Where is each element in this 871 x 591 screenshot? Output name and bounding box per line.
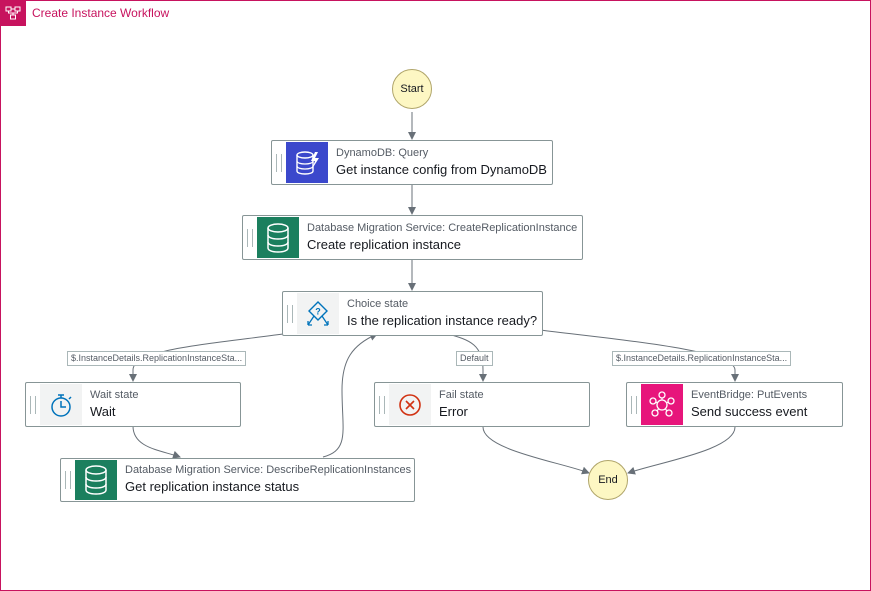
create-type: Database Migration Service: CreateReplic…	[307, 222, 578, 234]
edge-label-to-wait[interactable]: $.InstanceDetails.ReplicationInstanceSta…	[67, 351, 247, 366]
drag-handle-icon[interactable]	[65, 471, 71, 489]
edge-event-end	[627, 426, 736, 475]
event-type: EventBridge: PutEvents	[691, 389, 808, 401]
query-state[interactable]: DynamoDB: Query Get instance config from…	[271, 140, 553, 185]
drag-handle-icon[interactable]	[30, 395, 36, 414]
event-name: Send success event	[691, 404, 808, 419]
start-label: Start	[400, 83, 424, 95]
dynamodb-icon	[286, 142, 328, 183]
stopwatch-icon	[40, 384, 82, 425]
eventbridge-icon	[641, 384, 683, 425]
drag-handle-icon[interactable]	[276, 153, 282, 172]
svg-text:?: ?	[315, 306, 321, 316]
create-state[interactable]: Database Migration Service: CreateReplic…	[242, 215, 583, 260]
end-label: End	[598, 474, 618, 486]
edge-choice-wait	[129, 333, 284, 382]
fail-state[interactable]: Fail state Error	[374, 382, 590, 427]
database-icon	[75, 460, 117, 500]
edge-fail-end	[482, 426, 590, 475]
describe-state[interactable]: Database Migration Service: DescribeRepl…	[60, 458, 415, 502]
describe-name: Get replication instance status	[125, 479, 300, 494]
edge-label-default[interactable]: Default	[456, 351, 493, 366]
drag-handle-icon[interactable]	[287, 304, 293, 323]
edge-describe-choice	[322, 333, 378, 458]
drag-handle-icon[interactable]	[379, 395, 385, 414]
create-name: Create replication instance	[307, 237, 461, 252]
event-state[interactable]: EventBridge: PutEvents Send success even…	[626, 382, 843, 427]
choice-type: Choice state	[347, 298, 409, 310]
start-node[interactable]: Start	[392, 69, 432, 109]
choice-icon: ?	[297, 293, 339, 334]
edge-label-to-event[interactable]: $.InstanceDetails.ReplicationInstanceSta…	[612, 351, 792, 366]
edge-wait-describe	[132, 425, 181, 459]
fail-name: Error	[439, 404, 468, 419]
query-name: Get instance config from DynamoDB	[336, 162, 547, 177]
describe-type: Database Migration Service: DescribeRepl…	[125, 464, 412, 476]
edge-choice-event	[539, 329, 739, 382]
wait-type: Wait state	[90, 389, 139, 401]
wait-state[interactable]: Wait state Wait	[25, 382, 241, 427]
drag-handle-icon[interactable]	[631, 395, 637, 414]
choice-state[interactable]: ? Choice state Is the replication instan…	[282, 291, 543, 336]
drag-handle-icon[interactable]	[247, 228, 253, 247]
error-x-icon	[389, 384, 431, 425]
fail-type: Fail state	[439, 389, 484, 401]
database-icon	[257, 217, 299, 258]
wait-name: Wait	[90, 404, 116, 419]
choice-name: Is the replication instance ready?	[347, 313, 538, 328]
end-node[interactable]: End	[588, 460, 628, 500]
step-functions-icon	[0, 0, 26, 26]
query-type: DynamoDB: Query	[336, 147, 429, 159]
workflow-title: Create Instance Workflow	[32, 6, 170, 20]
